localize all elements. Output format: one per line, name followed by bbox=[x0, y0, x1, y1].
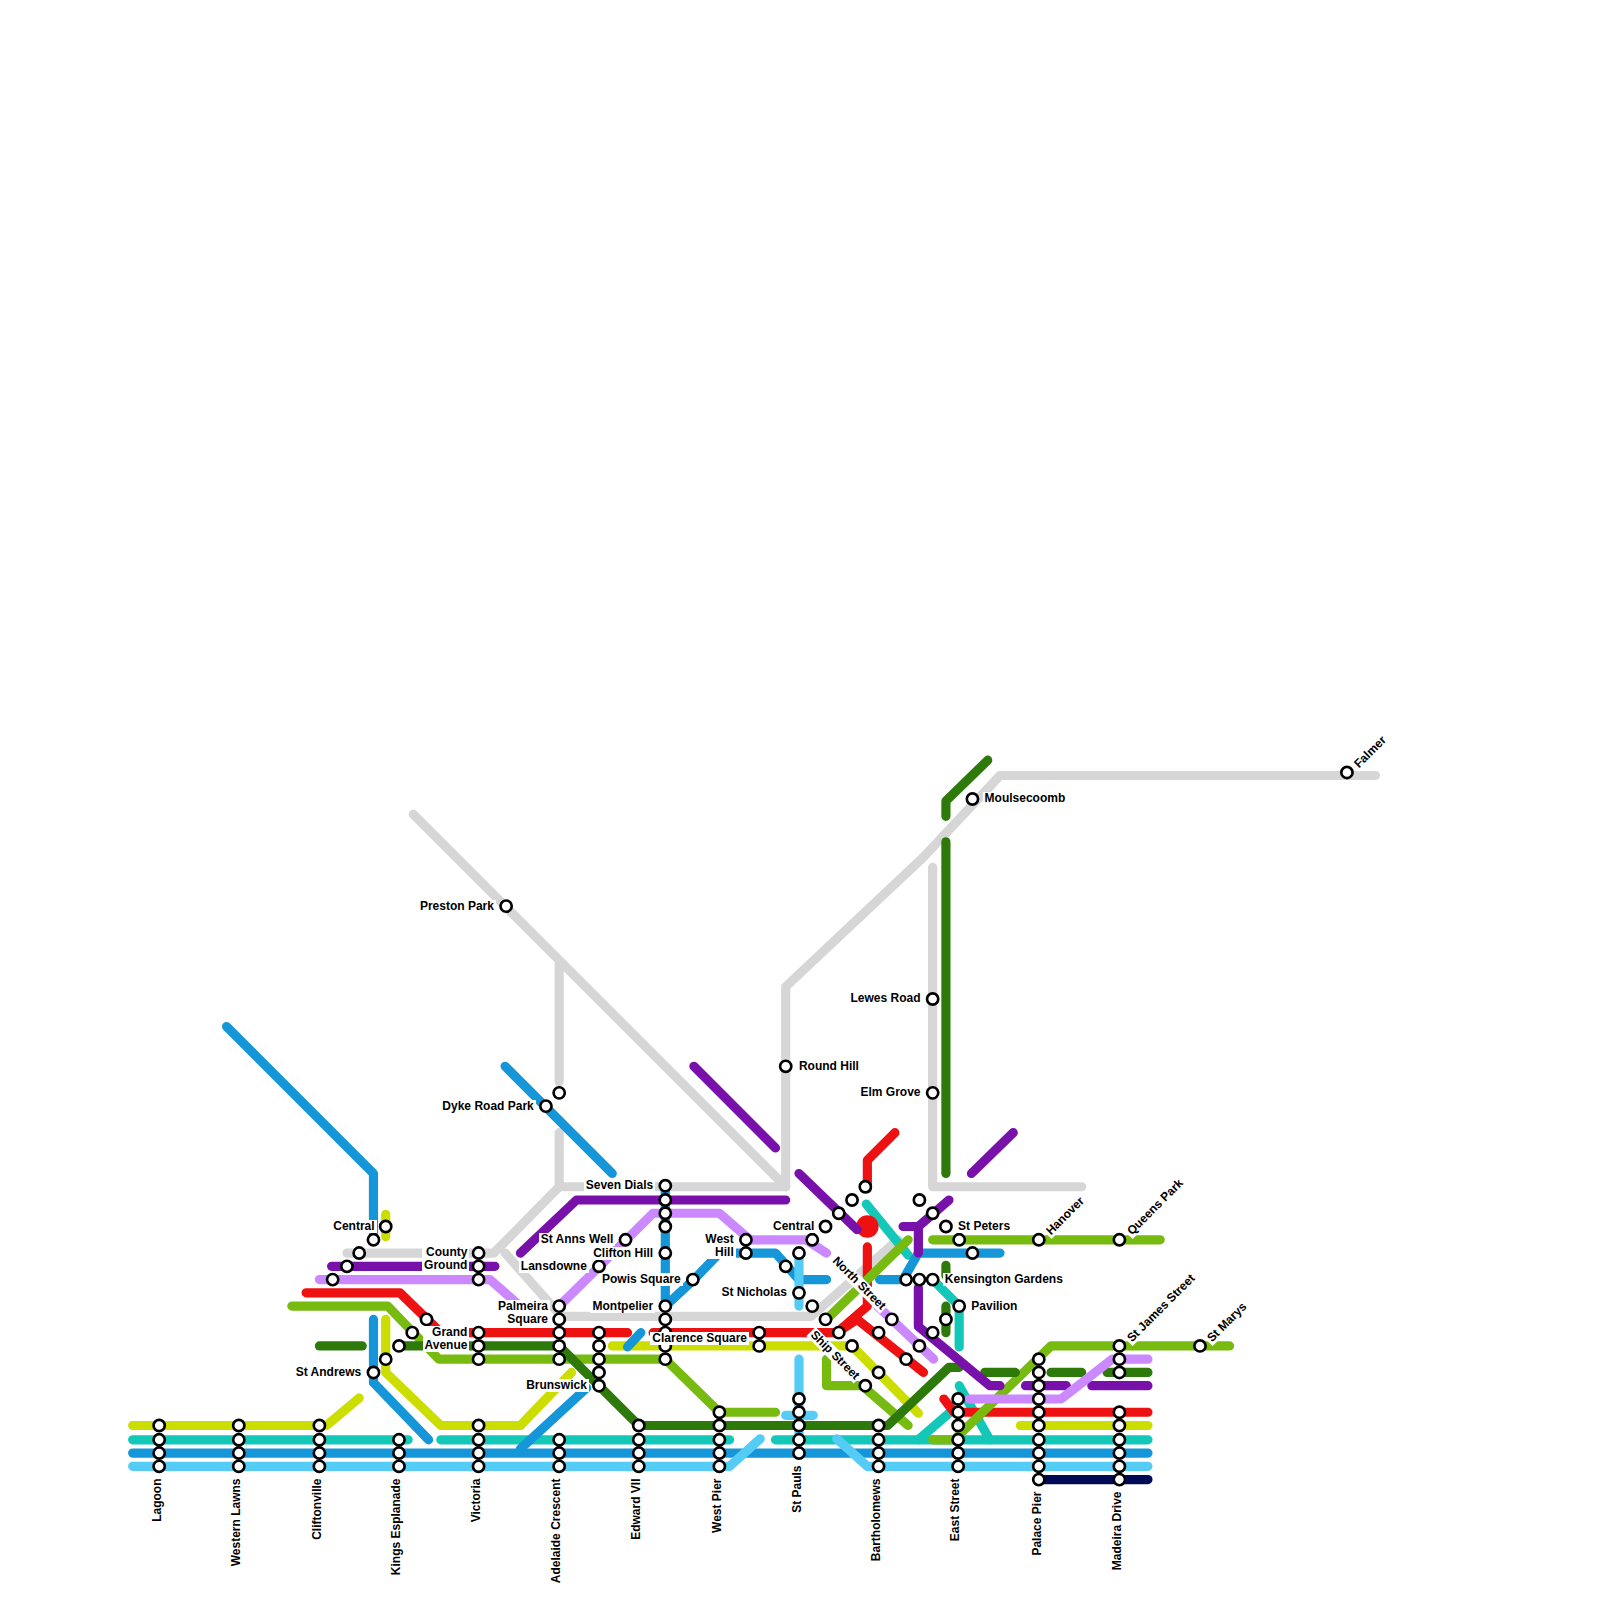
station-label: Lagoon bbox=[151, 1477, 164, 1524]
station-label: Clifton Hill bbox=[591, 1247, 655, 1260]
station-label: Round Hill bbox=[797, 1060, 861, 1073]
station-label: Palmeira Square bbox=[496, 1300, 550, 1326]
station-label: East Street bbox=[950, 1477, 963, 1544]
station-label: Clarence Square bbox=[650, 1332, 749, 1345]
station-label: Brunswick bbox=[524, 1379, 589, 1392]
station-label: Adelaide Crescent bbox=[551, 1477, 564, 1586]
station-label: Lansdowne bbox=[519, 1260, 589, 1273]
station-label: Preston Park bbox=[418, 900, 496, 913]
station-label: Montpelier bbox=[590, 1300, 655, 1313]
station-label: Victoria bbox=[470, 1477, 483, 1525]
station-label: Hanover bbox=[1042, 1193, 1088, 1239]
station-label: Bartholomews bbox=[870, 1477, 883, 1564]
station-label: St Marys bbox=[1204, 1299, 1251, 1346]
station-label: Madeira Drive bbox=[1111, 1490, 1124, 1573]
station-label: St Nicholas bbox=[719, 1286, 788, 1299]
station-label: Central bbox=[331, 1220, 376, 1233]
station-label: St Andrews bbox=[294, 1366, 364, 1379]
station-label: Queens Park bbox=[1123, 1175, 1187, 1239]
station-label: Pavilion bbox=[969, 1300, 1019, 1313]
station-label: West Hill bbox=[703, 1233, 735, 1259]
station-label: Powis Square bbox=[600, 1273, 683, 1286]
station-label: Lewes Road bbox=[848, 992, 922, 1005]
station-label: Elm Grove bbox=[858, 1086, 922, 1099]
station-label: Kensington Gardens bbox=[943, 1273, 1065, 1286]
station-label: Central bbox=[771, 1220, 816, 1233]
station-label: Edward VII bbox=[630, 1477, 643, 1542]
station-label: County Ground bbox=[422, 1246, 469, 1272]
station-label: Falmer bbox=[1350, 732, 1390, 772]
station-label: West Pier bbox=[711, 1477, 724, 1535]
station-label: St Peters bbox=[956, 1220, 1012, 1233]
station-label: Moulsecoomb bbox=[983, 792, 1068, 805]
station-label: St James Street bbox=[1123, 1271, 1199, 1347]
station-label: Grand Avenue bbox=[423, 1326, 470, 1352]
station-label: Palace Pier bbox=[1030, 1490, 1043, 1558]
station-label: Kings Esplanade bbox=[390, 1477, 403, 1578]
station-label: Western Lawns bbox=[230, 1477, 243, 1569]
station-label: St Pauls bbox=[790, 1463, 803, 1514]
station-label: Dyke Road Park bbox=[440, 1100, 535, 1113]
station-label: Cliftonville bbox=[311, 1477, 324, 1542]
station-label: St Anns Well bbox=[539, 1233, 616, 1246]
station-label: Seven Dials bbox=[584, 1179, 655, 1192]
